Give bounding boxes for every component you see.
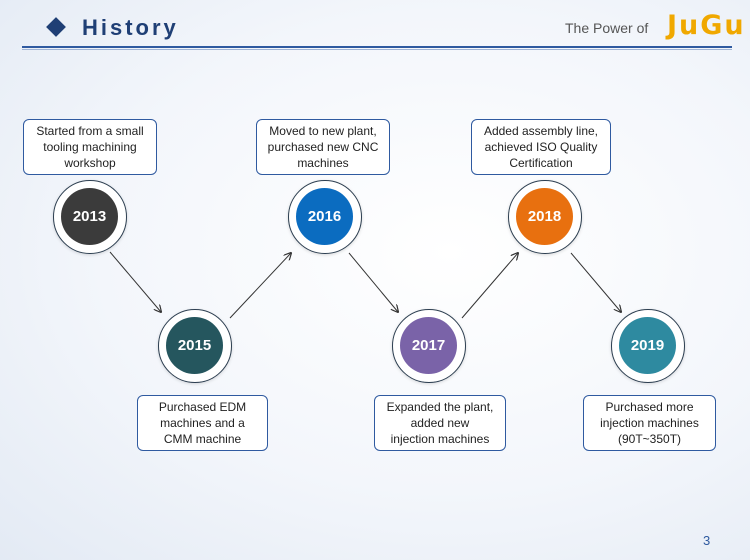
header: History The Power of JuGu	[0, 0, 750, 52]
page-title: History	[82, 15, 179, 40]
arrow-2015-2016	[229, 253, 291, 319]
milestone-2015-description: Purchased EDM machines and a CMM machine	[137, 395, 268, 451]
milestone-2019-circle: 2019	[611, 309, 685, 383]
brand-logo: JuGu	[667, 10, 746, 41]
milestone-2019-year: 2019	[619, 317, 676, 374]
arrow-2016-2017	[348, 252, 398, 312]
milestone-2016-description: Moved to new plant, purchased new CNC ma…	[256, 119, 390, 175]
arrow-2013-2015	[109, 251, 161, 312]
header-divider	[22, 46, 732, 48]
arrow-2018-2019	[570, 252, 621, 312]
milestone-2017-circle: 2017	[392, 309, 466, 383]
milestone-2013-circle: 2013	[53, 180, 127, 254]
tagline: The Power of	[565, 20, 649, 36]
milestone-2016-circle: 2016	[288, 180, 362, 254]
milestone-2013-description: Started from a small tooling machining w…	[23, 119, 157, 175]
milestone-2015-circle: 2015	[158, 309, 232, 383]
milestone-2015-year: 2015	[166, 317, 223, 374]
page-number: 3	[703, 533, 711, 548]
header-divider-thin	[22, 49, 732, 50]
milestone-2018-description: Added assembly line, achieved ISO Qualit…	[471, 119, 611, 175]
milestone-2017-year: 2017	[400, 317, 457, 374]
milestone-2018-year: 2018	[516, 188, 573, 245]
milestone-2019-description: Purchased more injection machines (90T~3…	[583, 395, 716, 451]
milestone-2013-year: 2013	[61, 188, 118, 245]
milestone-2016-year: 2016	[296, 188, 353, 245]
milestone-2017-description: Expanded the plant, added new injection …	[374, 395, 506, 451]
arrow-2017-2018	[461, 253, 518, 319]
milestone-2018-circle: 2018	[508, 180, 582, 254]
